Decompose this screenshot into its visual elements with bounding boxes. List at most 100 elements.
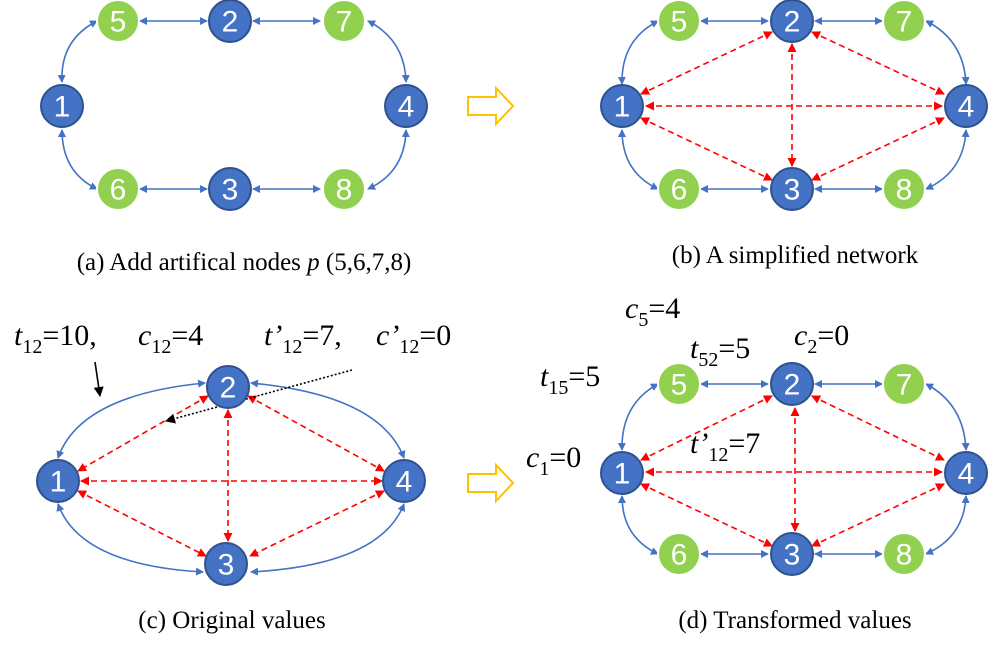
node-1: 1 bbox=[600, 84, 644, 128]
edge-7-4 bbox=[925, 383, 970, 451]
node-7-label: 7 bbox=[896, 369, 913, 402]
panel-b-blue-edges bbox=[617, 17, 970, 193]
edge-7-4 bbox=[925, 20, 970, 85]
virtual-edge-1-3 bbox=[640, 483, 773, 547]
node-8-label: 8 bbox=[336, 174, 353, 207]
node-1-label: 1 bbox=[614, 458, 631, 491]
panel-c-nodes: 1 2 3 4 bbox=[36, 365, 426, 586]
panel-a: 1 2 3 4 5 6 7 8 (a) Add artifical nodes … bbox=[40, 0, 428, 276]
annotation-cp12-symbol: c’ bbox=[376, 319, 399, 352]
virtual-edge-2-4 bbox=[811, 395, 945, 461]
panel-d: 1 2 3 4 5 6 7 8 c5=4 t52=5 c2=0 t15=5 c1… bbox=[526, 292, 988, 634]
virtual-edge-4-3 bbox=[811, 483, 945, 547]
node-5: 5 bbox=[96, 0, 140, 43]
node-4-label: 4 bbox=[958, 458, 975, 491]
virtual-edge-4-3 bbox=[811, 117, 945, 181]
annotation-c12-value: =4 bbox=[171, 319, 203, 352]
annotation-c2: c2=0 bbox=[794, 319, 849, 358]
node-3-label: 3 bbox=[222, 174, 239, 207]
node-6: 6 bbox=[657, 167, 701, 211]
caption-a-prefix: (a) Add artifical nodes bbox=[77, 249, 307, 276]
node-8: 8 bbox=[882, 532, 926, 576]
node-4-label: 4 bbox=[396, 466, 413, 499]
node-7-label: 7 bbox=[336, 6, 353, 39]
annotation-c2-value: =0 bbox=[817, 319, 849, 352]
edge-1-6 bbox=[58, 129, 98, 190]
node-8-label: 8 bbox=[896, 174, 913, 207]
annotation-c2-subscript: 2 bbox=[807, 336, 817, 358]
annotation-t52-symbol: t bbox=[690, 332, 699, 365]
virtual-edge-2-1 bbox=[640, 395, 773, 461]
annotation-c5: c5=4 bbox=[625, 292, 680, 331]
node-1-label: 1 bbox=[614, 91, 631, 124]
annotation-tp12-symbol: t’ bbox=[690, 427, 708, 460]
annotation-t12-value: =10, bbox=[42, 319, 96, 352]
node-5-label: 5 bbox=[671, 369, 688, 402]
caption-d: (d) Transformed values bbox=[678, 607, 911, 634]
annotation-pointer-dotted bbox=[165, 369, 353, 424]
panel-a-edges bbox=[57, 17, 410, 193]
node-7: 7 bbox=[882, 0, 926, 43]
annotation-tp12-value: =7 bbox=[728, 427, 760, 460]
annotation-cp12: c’12=0 bbox=[376, 319, 451, 358]
edge-7-4 bbox=[367, 20, 410, 83]
virtual-edge-4-3 bbox=[249, 490, 385, 557]
caption-a-suffix: (5,6,7,8) bbox=[320, 249, 412, 276]
node-2-label: 2 bbox=[220, 372, 237, 405]
annotation-c5-value: =4 bbox=[648, 292, 680, 325]
annotation-cp12-subscript: 12 bbox=[399, 336, 419, 358]
virtual-edge-1-3 bbox=[77, 490, 207, 557]
panel-d-nodes: 1 2 3 4 5 6 7 8 bbox=[600, 362, 988, 576]
virtual-edge-2-4 bbox=[811, 31, 945, 95]
node-3: 3 bbox=[770, 532, 814, 576]
node-3: 3 bbox=[770, 167, 814, 211]
node-6: 6 bbox=[657, 532, 701, 576]
panel-b-nodes: 1 2 3 4 5 6 7 8 bbox=[600, 0, 988, 211]
node-6-label: 6 bbox=[110, 174, 127, 207]
node-2-label: 2 bbox=[222, 6, 239, 39]
node-5-label: 5 bbox=[671, 6, 688, 39]
annotation-c12-subscript: 12 bbox=[151, 336, 171, 358]
edge-5-1 bbox=[57, 20, 98, 83]
node-3-label: 3 bbox=[784, 539, 801, 572]
panel-c: 1 2 3 4 t12=10, c12=4 t’12=7, c’12=0 (c)… bbox=[14, 319, 451, 634]
edge-2-4 bbox=[250, 379, 406, 459]
virtual-edge-1-3 bbox=[640, 117, 773, 181]
node-3-label: 3 bbox=[218, 549, 235, 582]
node-4-label: 4 bbox=[958, 91, 975, 124]
node-6-label: 6 bbox=[671, 539, 688, 572]
node-5-label: 5 bbox=[110, 6, 127, 39]
node-1-label: 1 bbox=[50, 466, 67, 499]
annotation-c1-symbol: c bbox=[526, 441, 539, 474]
panel-b: 1 2 3 4 5 6 7 8 (b) A simplified network bbox=[600, 0, 988, 269]
node-5: 5 bbox=[657, 0, 701, 43]
annotation-tp12: t’12=7, bbox=[264, 319, 342, 358]
edge-5-1 bbox=[617, 383, 659, 451]
node-8: 8 bbox=[882, 167, 926, 211]
annotation-c12: c12=4 bbox=[138, 319, 203, 358]
annotation-c5-symbol: c bbox=[625, 292, 638, 325]
annotation-pointer-solid bbox=[93, 361, 104, 397]
caption-b: (b) A simplified network bbox=[672, 242, 919, 269]
annotation-t52-value: =5 bbox=[718, 332, 750, 365]
node-1-label: 1 bbox=[54, 91, 71, 124]
annotation-cp12-value: =0 bbox=[419, 319, 451, 352]
panel-b-red-edges bbox=[640, 31, 945, 181]
panel-d-red-edges bbox=[640, 395, 945, 547]
virtual-edge-2-1 bbox=[640, 31, 773, 95]
node-2: 2 bbox=[206, 365, 250, 409]
node-3: 3 bbox=[208, 167, 252, 211]
annotation-t15: t15=5 bbox=[540, 360, 600, 399]
annotation-c1: c1=0 bbox=[526, 441, 581, 480]
annotation-tp12-subscript: 12 bbox=[708, 444, 728, 466]
edge-1-6 bbox=[618, 495, 659, 555]
annotation-c12-symbol: c bbox=[138, 319, 151, 352]
caption-a: (a) Add artifical nodes p (5,6,7,8) bbox=[77, 249, 412, 276]
node-4-label: 4 bbox=[398, 91, 415, 124]
annotation-t12-subscript: 12 bbox=[22, 336, 42, 358]
caption-a-var: p bbox=[305, 249, 320, 276]
node-5: 5 bbox=[657, 362, 701, 406]
annotation-t52-subscript: 52 bbox=[698, 349, 718, 371]
node-2-label: 2 bbox=[784, 6, 801, 39]
